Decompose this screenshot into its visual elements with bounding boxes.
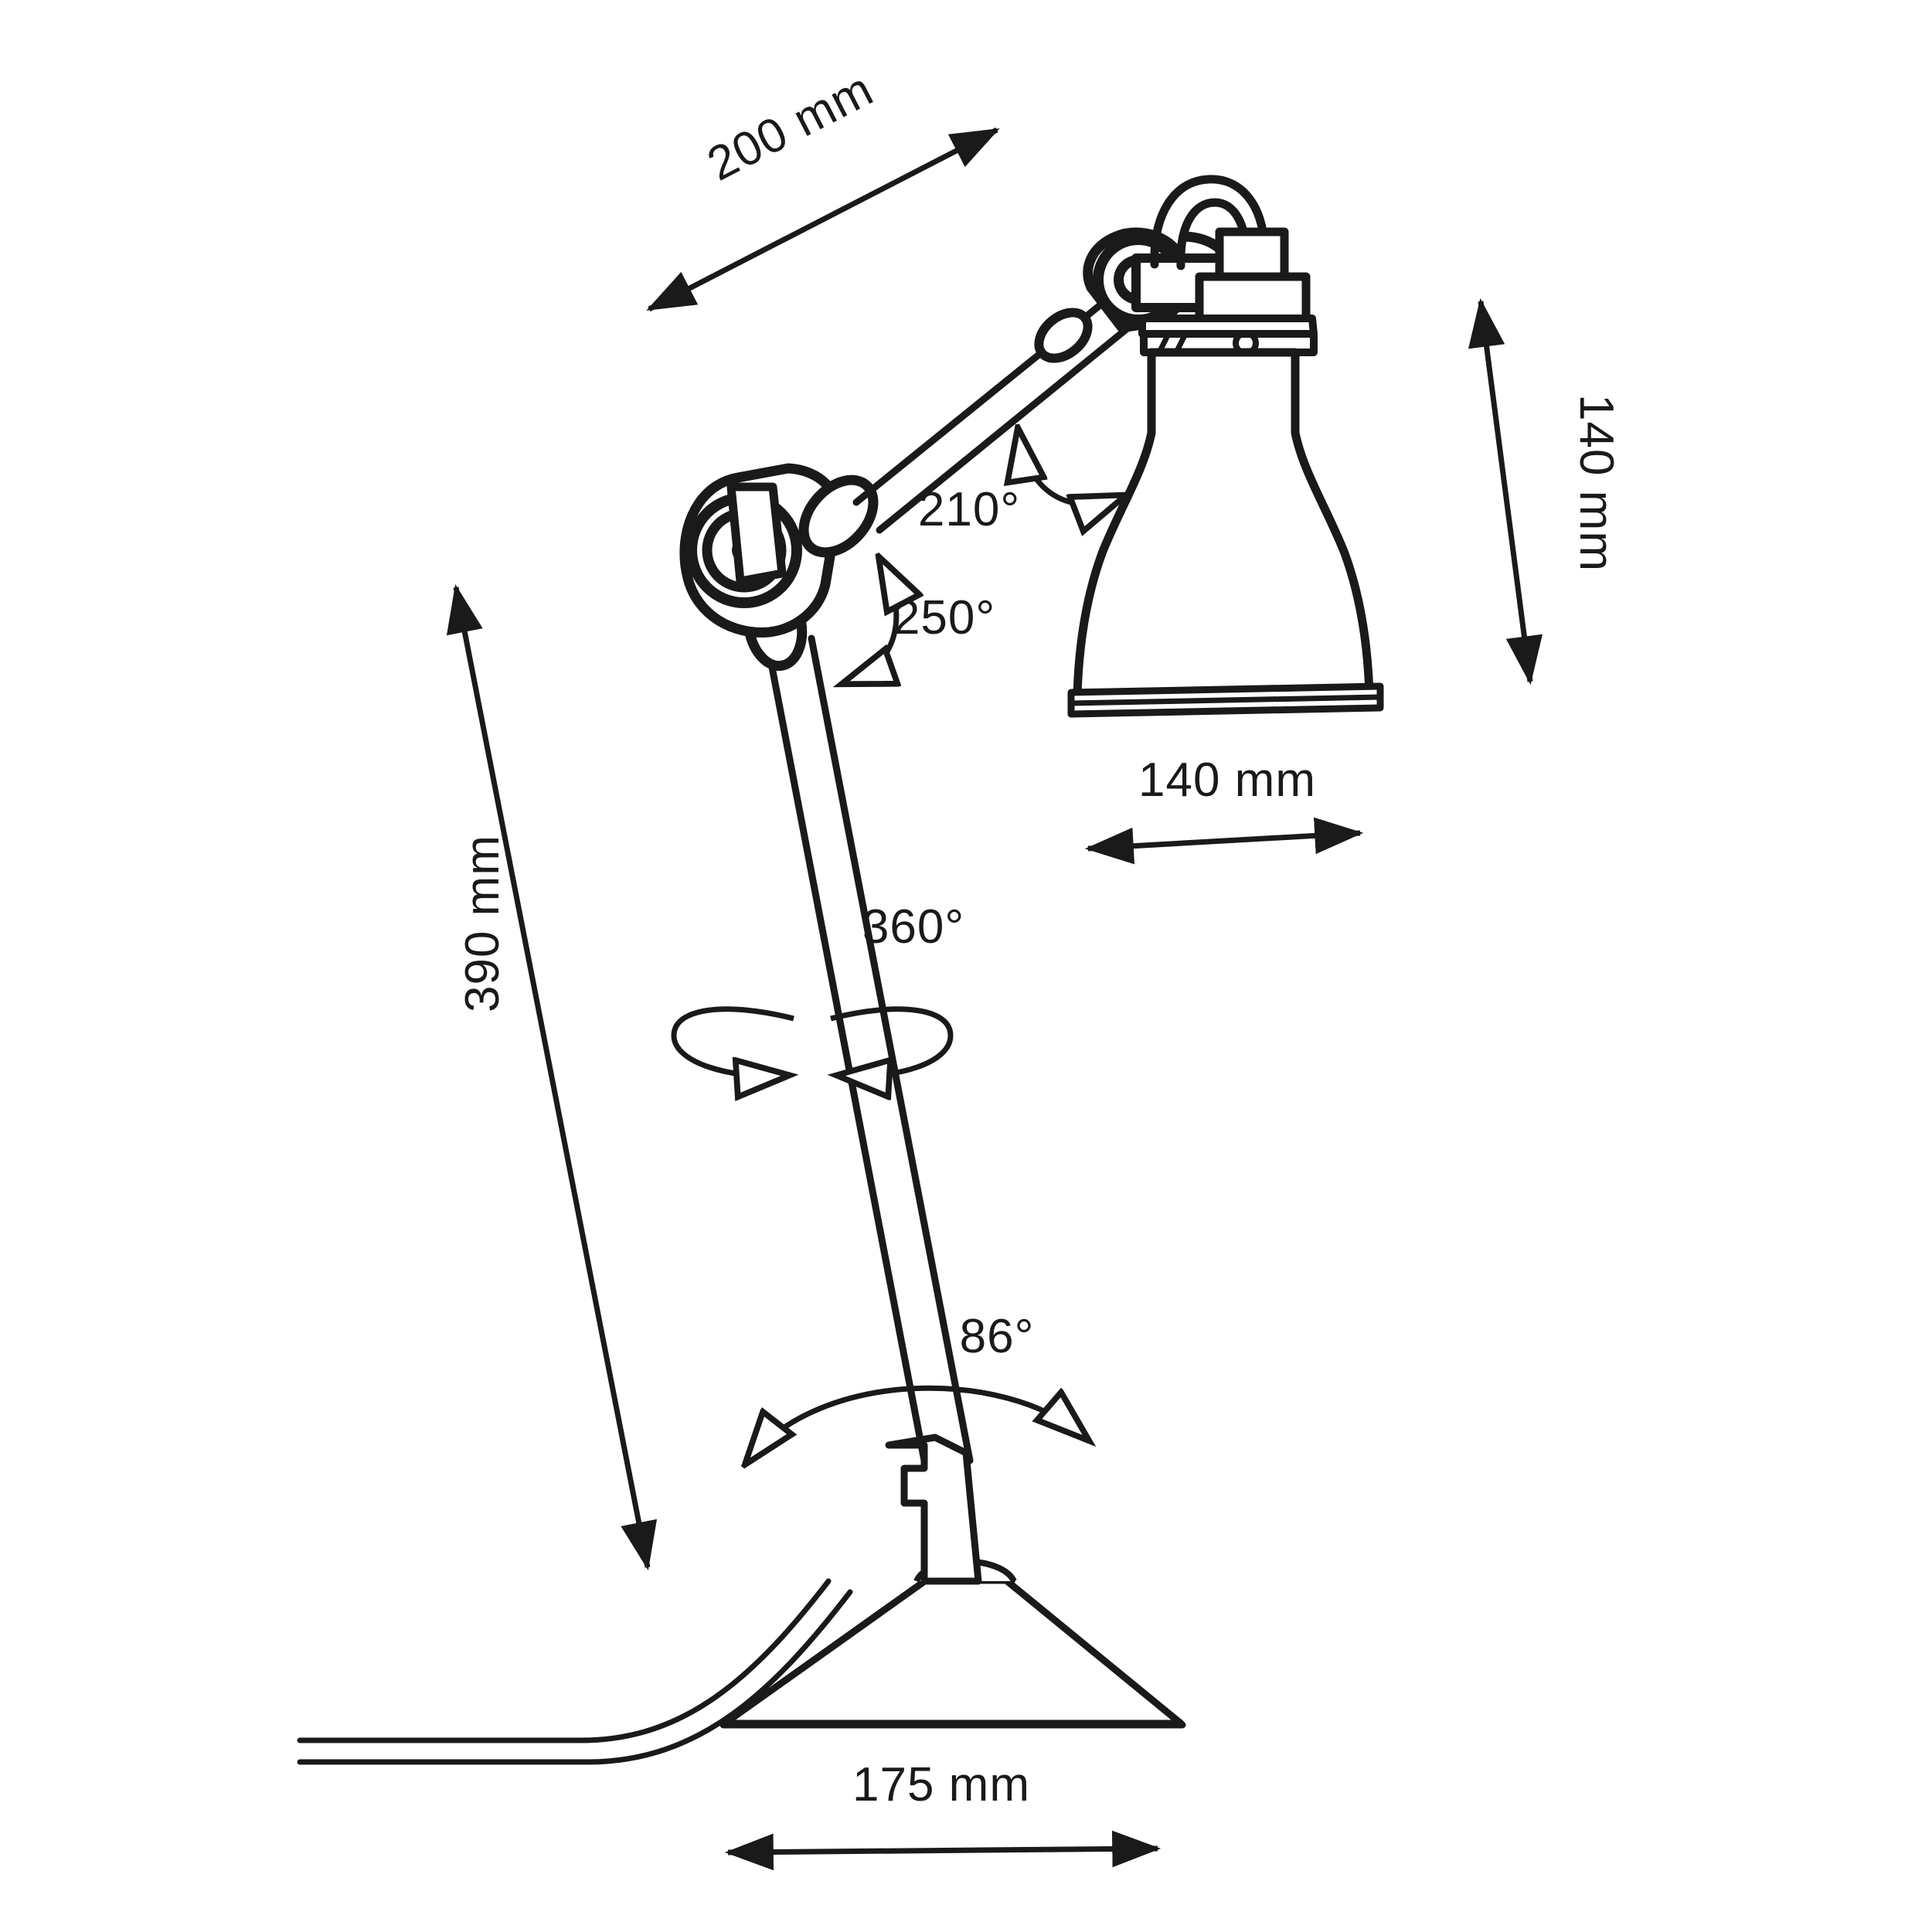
angle-elbow-joint: 250° bbox=[849, 561, 995, 682]
lamp-shade bbox=[1067, 348, 1384, 718]
dimension-shade-diameter: 140 mm bbox=[1084, 753, 1364, 865]
base-joint-assembly bbox=[885, 1434, 982, 1585]
socket-housing bbox=[1195, 227, 1311, 325]
angle-stem-rotation-label: 360° bbox=[862, 900, 964, 954]
angle-base-joint-label: 86° bbox=[960, 1310, 1035, 1363]
dimension-arm-reach: 200 mm bbox=[646, 63, 1000, 312]
dimension-shade-height: 140 mm bbox=[1468, 298, 1623, 685]
cone-base bbox=[719, 1558, 1186, 1729]
dimension-base-diameter: 175 mm bbox=[724, 1758, 1162, 1871]
dimension-base-diameter-label: 175 mm bbox=[852, 1758, 1030, 1811]
dimension-total-height: 390 mm bbox=[446, 583, 658, 1571]
angle-head-tilt: 210° bbox=[918, 433, 1119, 536]
angle-elbow-joint-label: 250° bbox=[893, 591, 995, 645]
dimension-shade-diameter-label: 140 mm bbox=[1138, 753, 1316, 807]
dimension-total-height-label: 390 mm bbox=[456, 835, 509, 1012]
angle-base-joint: 86° bbox=[748, 1310, 1083, 1461]
lower-stem bbox=[764, 634, 974, 1464]
head-joint bbox=[1083, 227, 1242, 336]
power-cord bbox=[297, 1578, 853, 1765]
dimension-shade-height-label: 140 mm bbox=[1570, 394, 1623, 572]
angle-head-tilt-label: 210° bbox=[918, 483, 1020, 536]
elbow-joint-assembly bbox=[679, 463, 879, 672]
dimension-arm-reach-label: 200 mm bbox=[699, 63, 882, 192]
angle-stem-rotation: 360° bbox=[671, 900, 964, 1077]
shade-collar bbox=[1138, 315, 1318, 356]
